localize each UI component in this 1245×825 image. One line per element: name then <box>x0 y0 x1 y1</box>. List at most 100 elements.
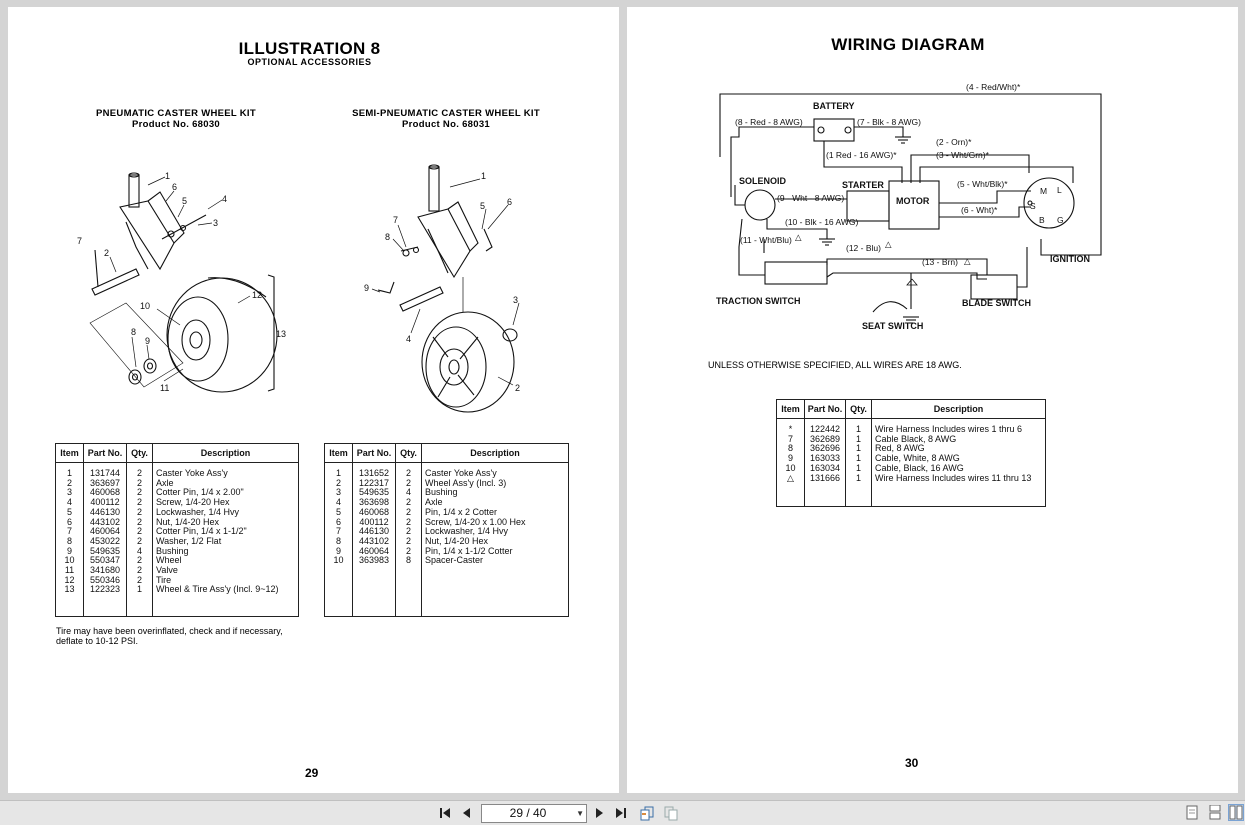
table-filler-cell <box>152 595 299 618</box>
ignition-terminal-m: M <box>1040 186 1047 196</box>
table-cell: 1 <box>55 462 84 479</box>
table-cell: 1 <box>126 585 153 596</box>
starter-label: STARTER <box>842 180 884 190</box>
table-cell: Caster Yoke Ass'y <box>421 462 569 479</box>
callout: 8 <box>131 327 136 337</box>
col-header-description: Description <box>152 443 299 463</box>
table-cell: 131666 <box>804 473 846 484</box>
wiring-diagram: (4 - Red/Wht)* BATTERY (8 - Red - 8 AWG)… <box>716 82 1102 331</box>
table-cell: Axle <box>421 497 569 508</box>
prev-page-button[interactable] <box>459 805 475 821</box>
semi-pneumatic-callouts: 1 2 3 4 5 6 7 8 9 <box>364 171 520 393</box>
table-cell: 131744 <box>83 462 127 479</box>
kit2-heading: SEMI-PNEUMATIC CASTER WHEEL KIT Product … <box>338 108 554 130</box>
table-cell: 2 <box>395 462 422 479</box>
back-view-button[interactable] <box>639 805 655 821</box>
table-filler-cell <box>55 595 84 618</box>
wiring-title: WIRING DIAGRAM <box>831 35 985 54</box>
table-cell: Spacer-Caster <box>421 556 569 567</box>
tire-note-line1: Tire may have been overinflated, check a… <box>56 626 283 636</box>
table-cell: 10 <box>324 556 353 567</box>
first-page-icon <box>440 808 450 818</box>
ignition-terminal-s: S <box>1030 201 1036 211</box>
wire-5-label: (5 - Wht/Blk)* <box>957 179 1008 189</box>
semi-pneumatic-kit-drawing <box>371 164 520 413</box>
tire-note-line2: deflate to 10-12 PSI. <box>56 636 139 646</box>
illustration-subtitle: OPTIONAL ACCESSORIES <box>247 57 372 67</box>
next-page-icon <box>596 808 603 818</box>
table-filler-row <box>776 483 1046 508</box>
callout: 7 <box>77 236 82 246</box>
continuous-page-icon <box>1209 804 1221 820</box>
table-cell: 131652 <box>352 462 396 479</box>
illustration-title: ILLUSTRATION 8 <box>238 39 381 58</box>
facing-view-button[interactable] <box>1228 804 1244 821</box>
table-filler-cell <box>395 566 422 618</box>
page-number: 30 <box>905 756 919 770</box>
table-cell: 1 <box>845 418 872 435</box>
blade-switch-label: BLADE SWITCH <box>962 298 1031 308</box>
table-cell: Lockwasher, 1/4 Hvy <box>421 527 569 537</box>
table-filler-cell <box>421 566 569 618</box>
table-filler-cell <box>83 595 127 618</box>
callout: 3 <box>213 218 218 228</box>
table-filler-cell <box>776 483 805 508</box>
wire-11-label: (11 - Wht/Blu) <box>740 235 792 245</box>
col-header-item: Item <box>55 443 84 463</box>
navigation-toolbar: 29 / 40 ▼ <box>0 800 1245 825</box>
table-cell: Pin, 1/4 x 2 Cotter <box>421 507 569 518</box>
forward-view-button[interactable] <box>663 805 679 821</box>
battery-label: BATTERY <box>813 101 855 111</box>
last-page-button[interactable] <box>613 805 629 821</box>
page-selector[interactable]: 29 / 40 ▼ <box>481 804 587 823</box>
ignition-terminal-b: B <box>1039 215 1045 225</box>
table-cell: Bushing <box>421 488 569 499</box>
ignition-terminal-g: G <box>1057 215 1064 225</box>
kit1-product: Product No. 68030 <box>132 119 220 130</box>
wire-1-label: (1 Red - 16 AWG)* <box>826 150 897 160</box>
wire-6-label: (6 - Wht)* <box>961 205 998 215</box>
single-page-view-button[interactable] <box>1185 805 1199 820</box>
callout: 4 <box>406 334 411 344</box>
motor-label: MOTOR <box>896 196 930 206</box>
forward-view-icon <box>664 806 678 821</box>
wire-7-label: (7 - Blk - 8 AWG) <box>857 117 921 127</box>
table-cell: △ <box>776 473 805 484</box>
callout: 5 <box>182 196 187 206</box>
tire-note: Tire may have been overinflated, check a… <box>56 626 283 646</box>
wire-gauge-note: UNLESS OTHERWISE SPECIFIED, ALL WIRES AR… <box>708 360 962 370</box>
chevron-down-icon: ▼ <box>576 809 584 818</box>
table-cell: Cable, White, 8 AWG <box>871 453 1046 464</box>
table-cell: Lockwasher, 1/4 Hvy <box>152 507 299 518</box>
callout: 3 <box>513 295 518 305</box>
wire-12-label: (12 - Blu) <box>846 243 881 253</box>
table-cell: Wire Harness Includes wires 1 thru 6 <box>871 418 1046 435</box>
callout: 13 <box>276 329 286 339</box>
traction-switch-label: TRACTION SWITCH <box>716 296 801 306</box>
col-header-item: Item <box>776 399 805 419</box>
table-filler-cell <box>324 566 353 618</box>
first-page-button[interactable] <box>437 805 453 821</box>
next-page-button[interactable] <box>591 805 607 821</box>
col-header-qty: Qty. <box>845 399 872 419</box>
callout: 9 <box>364 283 369 293</box>
wire-4-label: (4 - Red/Wht)* <box>966 82 1021 92</box>
continuous-view-button[interactable] <box>1208 804 1222 820</box>
